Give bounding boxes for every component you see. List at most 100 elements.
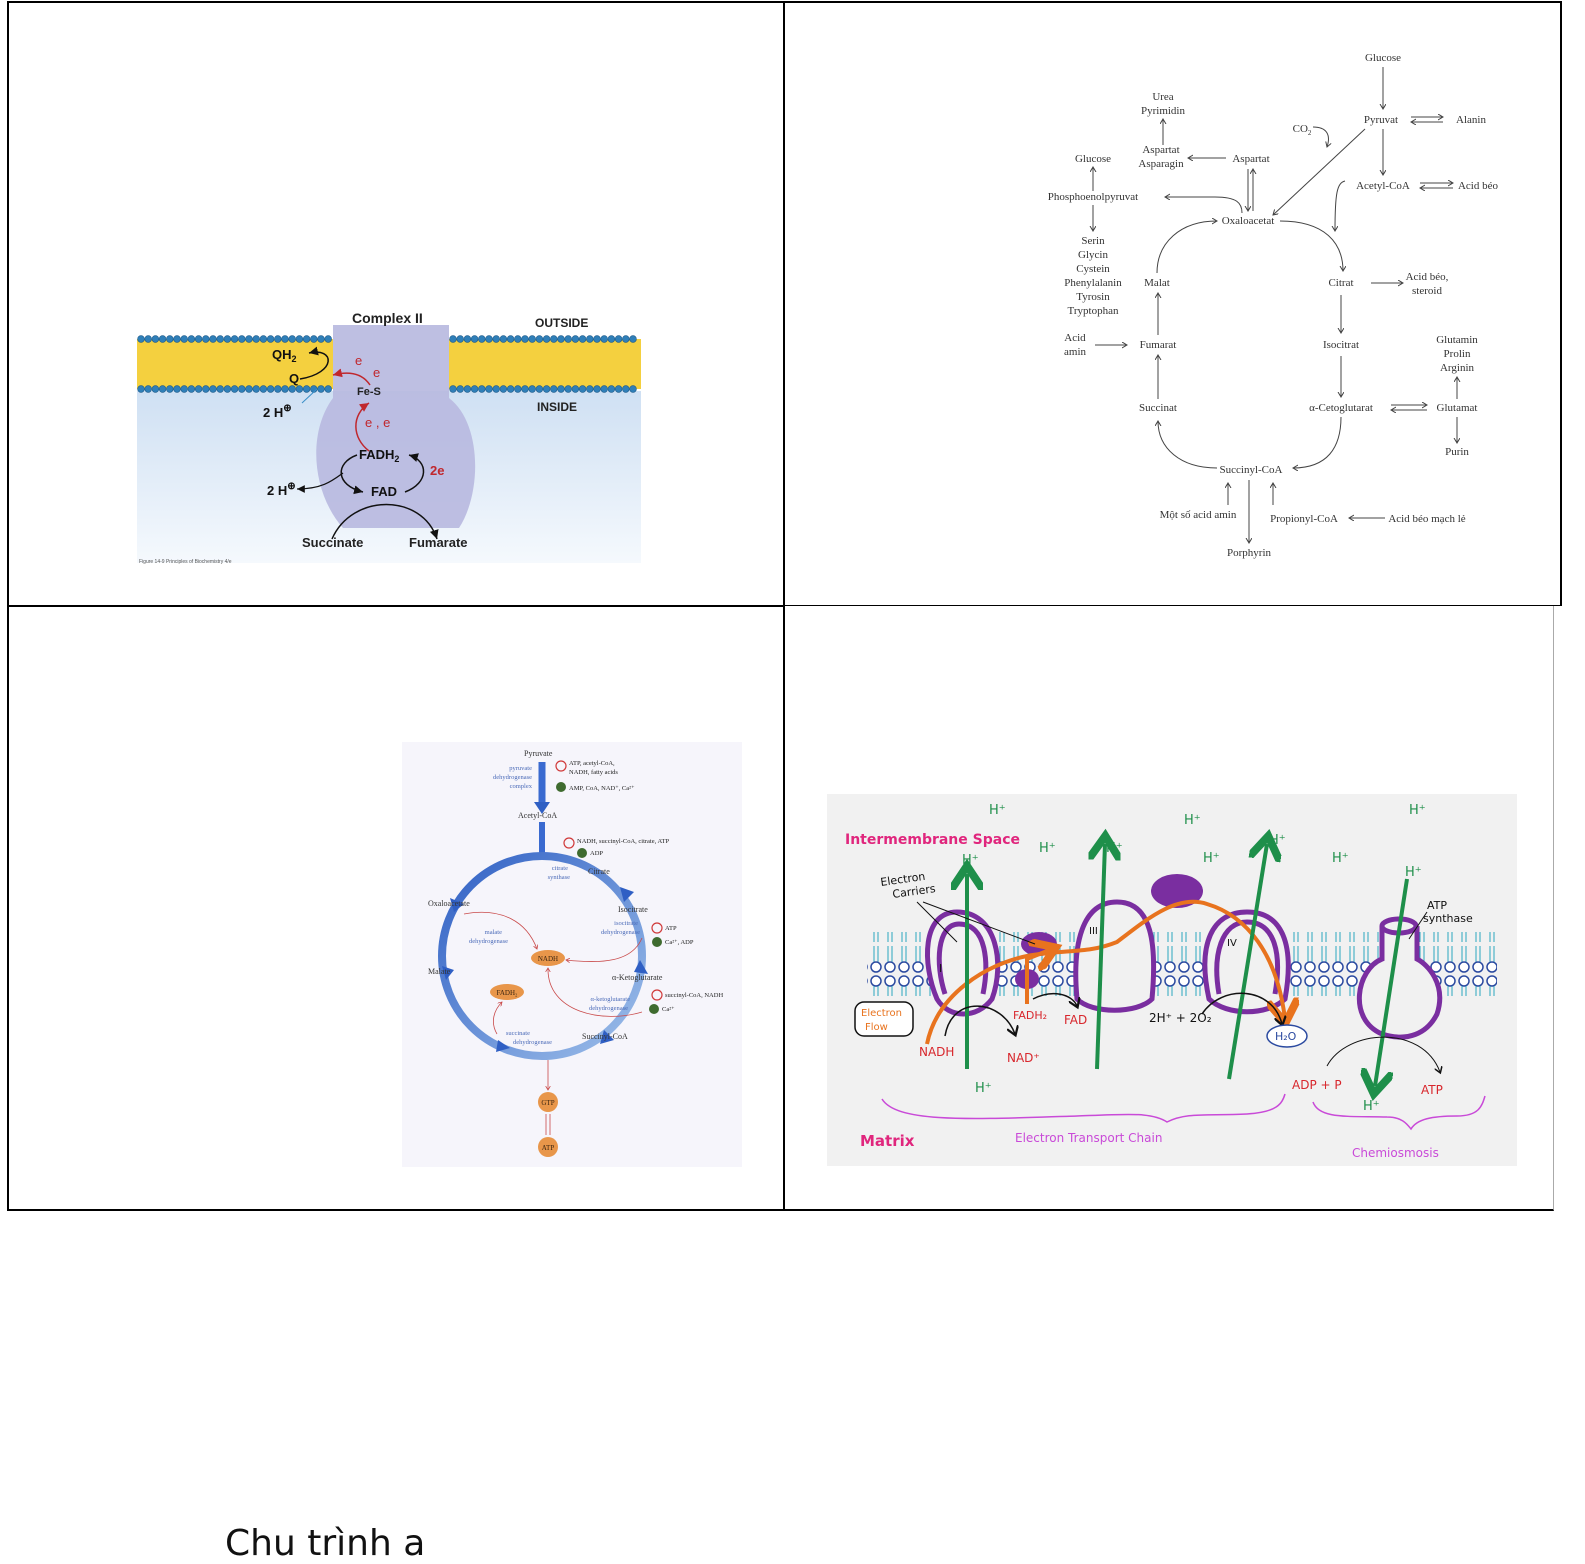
- nadh-oxidation-arrow: [944, 1005, 1015, 1036]
- lipid-head-group: [288, 335, 296, 343]
- succinate-to-fumarate-arrow: [331, 503, 439, 540]
- enzyme-mdh-1: malate: [485, 929, 502, 936]
- chemiosmosis-label: Chemiosmosis: [1352, 1146, 1439, 1160]
- lipid-head-group: [521, 385, 529, 393]
- etc-bracket: [881, 1093, 1286, 1123]
- lipid-head-group: [324, 335, 332, 343]
- atp-synthase-pointer: [1408, 911, 1428, 940]
- node-acid-beo-steroid-1: Acid béo,: [1406, 271, 1449, 283]
- complex-ii-title: Complex II: [352, 310, 423, 326]
- lipid-head-group: [586, 335, 594, 343]
- figure-caption: Figure 14-9 Principles of Biochemistry 4…: [139, 559, 232, 565]
- outside-label: OUTSIDE: [535, 316, 588, 330]
- lipid-head-group: [607, 385, 616, 393]
- svg-text:H⁺: H⁺: [1039, 841, 1056, 856]
- lipid-head-group: [274, 335, 282, 343]
- label-isocitrate: Isocitrate: [618, 905, 648, 914]
- complex-iii: [1073, 899, 1157, 1013]
- node-isocitrat: Isocitrat: [1323, 339, 1359, 351]
- label-akg: α-Ketoglutarate: [612, 973, 663, 982]
- lipid-head-group: [259, 385, 268, 393]
- node-acid-amin-1: Acid: [1064, 332, 1086, 344]
- proton-bottom-label: 2 H⊕: [267, 481, 296, 498]
- lipid-head-group: [252, 385, 260, 393]
- fadh2-electron-path: [1025, 949, 1052, 1004]
- node-acetylcoa: Acetyl-CoA: [1356, 180, 1410, 192]
- slide-electron-transport-chain: I III IV H⁺ H⁺ H⁺ H⁺ H⁺ H⁺ H⁺ H⁺: [784, 606, 1554, 1211]
- water-label: H₂O: [1275, 1030, 1297, 1043]
- lipid-head-group: [302, 385, 311, 393]
- enzyme-akgdh-2: dehydrogenase: [589, 1005, 628, 1012]
- lipid-head-group: [557, 385, 565, 393]
- node-oxaloacetat: Oxaloacetat: [1222, 215, 1275, 227]
- lipid-head-group: [629, 335, 637, 343]
- lipid-head-group: [202, 335, 210, 343]
- lipid-head-group: [506, 385, 515, 393]
- lipid-head-group: [166, 335, 174, 343]
- node-co2: CO2: [1293, 123, 1312, 137]
- enzyme-pdh-3: complex: [510, 783, 533, 790]
- node-acid-amin-2: amin: [1064, 346, 1086, 358]
- metabolite-labels: Pyruvate Acetyl-CoA Citrate Oxaloacetate…: [428, 749, 663, 1041]
- complex-i-label: I: [939, 962, 942, 975]
- svg-text:H⁺: H⁺: [1184, 813, 1201, 828]
- lipid-head-group: [521, 335, 529, 343]
- lipid-head-group: [216, 335, 224, 343]
- lipid-head-group: [492, 385, 500, 393]
- lipid-head-group: [252, 335, 260, 343]
- fes-to-q-arrow: [332, 368, 371, 386]
- lipid-head-group: [600, 385, 608, 393]
- lipid-head-group: [593, 335, 601, 343]
- fad-reduction-arrow: [404, 453, 425, 493]
- lipid-head-group: [449, 335, 457, 343]
- lipid-head-group: [564, 385, 572, 393]
- lipid-head-group: [137, 335, 145, 343]
- akgdh-inhibitors: succinyl-CoA, NADH: [665, 992, 723, 999]
- lipid-head-group: [151, 335, 160, 343]
- lipid-head-group: [302, 335, 311, 343]
- lipid-head-group: [216, 385, 224, 393]
- lipid-head-group: [187, 385, 196, 393]
- node-glutamat: Glutamat: [1437, 402, 1478, 414]
- lipid-head-group: [593, 385, 601, 393]
- inhibitor-icon: [563, 837, 575, 849]
- lipid-head-group: [600, 335, 608, 343]
- atp-synthase-label-1: ATP: [1427, 899, 1447, 912]
- node-aspartat: Aspartat: [1232, 153, 1269, 165]
- lipid-head-group: [463, 335, 472, 343]
- node-arginin: Arginin: [1440, 362, 1475, 374]
- lipid-head-group: [456, 335, 464, 343]
- enzyme-idh-2: dehydrogenase: [601, 929, 640, 936]
- lipid-head-group: [158, 335, 167, 343]
- slide-tca-links: Glucose Pyruvat Alanin CO2 Urea Pyrimidi…: [784, 1, 1562, 606]
- etc-figure: I III IV H⁺ H⁺ H⁺ H⁺ H⁺ H⁺ H⁺ H⁺: [827, 794, 1517, 1166]
- lipid-head-group: [499, 335, 508, 343]
- node-pep: Phosphoenolpyruvat: [1048, 191, 1138, 203]
- qh2-label: QH2: [272, 347, 297, 364]
- lipid-head-group: [238, 385, 246, 393]
- activator-icon: [649, 1004, 659, 1014]
- fumarate-label: Fumarate: [409, 535, 468, 550]
- svg-text:H⁺: H⁺: [1203, 851, 1220, 866]
- svg-text:ATP: ATP: [542, 1144, 555, 1152]
- nadh-label: NADH: [919, 1045, 954, 1059]
- electron-carriers-label-2: Carriers: [892, 882, 937, 901]
- node-urea: Urea: [1152, 91, 1173, 103]
- fadh2-node: [490, 984, 524, 1000]
- inhibitor-icon: [651, 989, 663, 1001]
- svg-text:GTP: GTP: [541, 1099, 554, 1107]
- node-succinat: Succinat: [1139, 402, 1177, 414]
- svg-text:H⁺: H⁺: [962, 853, 979, 868]
- enzyme-labels: pyruvate dehydrogenase complex citrate s…: [469, 765, 640, 1046]
- proton-pump-arrows: [967, 844, 1409, 1086]
- lipid-head-group: [614, 385, 623, 393]
- etc-label: Electron Transport Chain: [1015, 1131, 1162, 1145]
- proton-uptake-line: [301, 388, 318, 404]
- enzyme-sdh-1: succinate: [506, 1030, 530, 1037]
- cs-activators: ADP: [590, 850, 603, 857]
- electron-flow-label-1: Electron: [861, 1008, 902, 1019]
- amino-phenylalanin: Phenylalanin: [1064, 277, 1122, 289]
- tca-cycle-ring: [438, 852, 646, 1060]
- atp-label: ATP: [1421, 1083, 1443, 1097]
- svg-text:H⁺: H⁺: [975, 1081, 992, 1096]
